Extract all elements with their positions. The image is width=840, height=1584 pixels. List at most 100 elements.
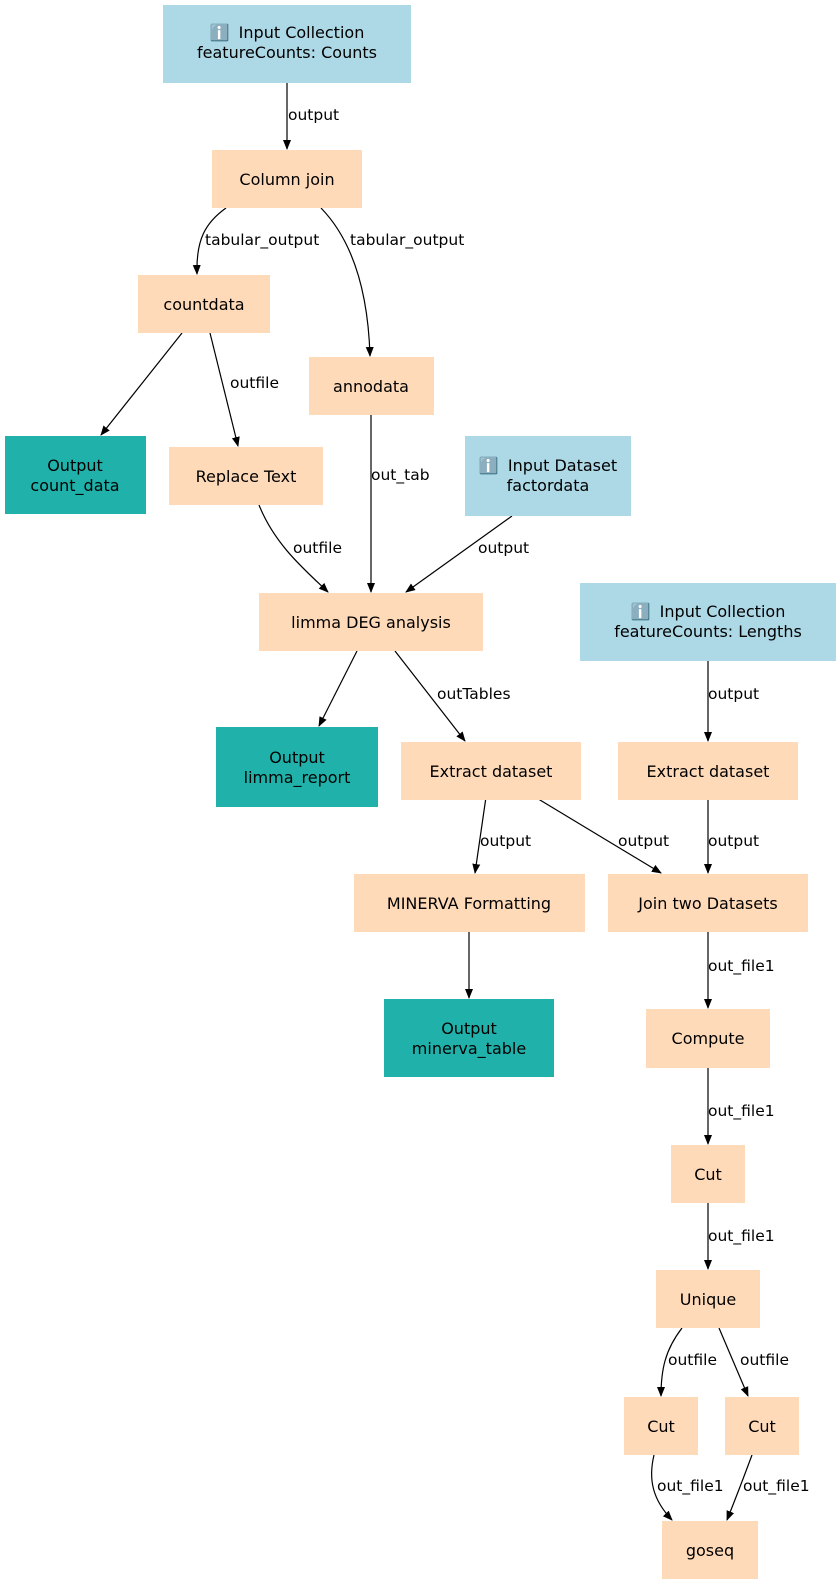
edge-label: out_file1 xyxy=(708,1102,775,1121)
node-label-line2: minerva_table xyxy=(412,1039,526,1059)
node-box xyxy=(656,1270,760,1328)
svg-text:ℹ️ Input Collection: ℹ️ Input Collection xyxy=(631,602,786,621)
node-box xyxy=(646,1009,770,1068)
node-label-line1: Input Collection xyxy=(660,602,786,621)
node-box xyxy=(309,357,434,415)
node-minerva-formatting[interactable]: MINERVA Formatting xyxy=(354,874,585,932)
node-box xyxy=(212,150,362,208)
node-extract-dataset-1[interactable]: Extract dataset xyxy=(401,742,581,800)
node-label-line1: Output xyxy=(47,456,103,475)
edge-extract2-to-join-two: output xyxy=(704,797,759,874)
edge-label: output xyxy=(288,106,339,124)
node-output-limma-report[interactable]: Output limma_report xyxy=(216,727,378,807)
node-label-line2: limma_report xyxy=(244,768,351,788)
edges: output tabular_output tabular_output out… xyxy=(100,83,810,1521)
edge-line xyxy=(394,650,466,742)
edge-line xyxy=(320,207,374,357)
nodes: ℹ️ Input Collection featureCounts: Count… xyxy=(5,5,836,1579)
edge-countdata-to-output-count-data xyxy=(100,332,183,436)
edge-line xyxy=(258,504,329,593)
node-column-join[interactable]: Column join xyxy=(212,150,362,208)
edge-input-lengths-to-extract2: output xyxy=(704,661,759,742)
node-output-count-data[interactable]: Output count_data xyxy=(5,436,146,514)
node-label: Replace Text xyxy=(196,467,297,486)
node-label: annodata xyxy=(333,377,409,396)
edge-compute-to-cut1: out_file1 xyxy=(704,1068,775,1145)
node-box xyxy=(5,436,146,514)
edge-limma-to-output-limma-report xyxy=(318,650,358,727)
node-box xyxy=(138,275,270,333)
info-icon: ℹ️ xyxy=(631,602,651,621)
edge-label: output xyxy=(618,832,669,850)
edge-line xyxy=(651,1454,673,1521)
edge-join-two-to-compute: out_file1 xyxy=(704,932,775,1009)
edge-label: outTables xyxy=(437,685,511,703)
node-label: Join two Datasets xyxy=(637,894,777,913)
node-input-factordata[interactable]: ℹ️ Input Dataset factordata xyxy=(465,436,631,516)
node-cut-1[interactable]: Cut xyxy=(671,1145,745,1203)
node-cut-2[interactable]: Cut xyxy=(624,1397,698,1455)
node-annodata[interactable]: annodata xyxy=(309,357,434,415)
node-box xyxy=(259,593,483,651)
svg-text:ℹ️ Input Collection: ℹ️ Input Collection xyxy=(210,23,365,42)
edge-line xyxy=(472,796,487,874)
edge-input-counts-to-column-join: output xyxy=(283,83,339,150)
edge-label: tabular_output xyxy=(350,231,464,250)
node-box xyxy=(163,5,411,83)
node-label-line1: Output xyxy=(269,748,325,767)
edge-countdata-to-replace-text: outfile xyxy=(209,332,279,447)
node-box xyxy=(384,999,554,1077)
node-replace-text[interactable]: Replace Text xyxy=(169,447,323,505)
edge-extract1-to-minerva: output xyxy=(472,796,531,874)
edge-label: out_tab xyxy=(371,466,430,485)
edge-annodata-to-limma: out_tab xyxy=(367,415,430,593)
edge-label: outfile xyxy=(230,374,279,392)
node-input-featurecounts-lengths[interactable]: ℹ️ Input Collection featureCounts: Lengt… xyxy=(580,583,836,661)
edge-limma-to-extract1: outTables xyxy=(394,650,511,742)
node-box xyxy=(662,1521,758,1579)
node-label-line2: count_data xyxy=(30,476,119,496)
edge-line xyxy=(405,515,513,593)
edge-label: out_file1 xyxy=(708,1227,775,1246)
node-limma-deg-analysis[interactable]: limma DEG analysis xyxy=(259,593,483,651)
node-label-line1: Input Collection xyxy=(239,23,365,42)
edge-label: outfile xyxy=(740,1351,789,1369)
edge-label: output xyxy=(708,685,759,703)
node-label: Unique xyxy=(680,1290,736,1309)
node-label: Cut xyxy=(748,1417,776,1436)
node-label: Cut xyxy=(647,1417,675,1436)
node-box xyxy=(608,874,808,932)
edge-cut3-to-goseq: out_file1 xyxy=(726,1454,810,1521)
node-goseq[interactable]: goseq xyxy=(662,1521,758,1579)
edge-label: outfile xyxy=(293,539,342,557)
edge-label: out_file1 xyxy=(657,1477,724,1496)
edge-line xyxy=(534,796,662,874)
node-unique[interactable]: Unique xyxy=(656,1270,760,1328)
node-box xyxy=(401,742,581,800)
node-join-two-datasets[interactable]: Join two Datasets xyxy=(608,874,808,932)
node-countdata[interactable]: countdata xyxy=(138,275,270,333)
node-compute[interactable]: Compute xyxy=(646,1009,770,1068)
node-output-minerva-table[interactable]: Output minerva_table xyxy=(384,999,554,1077)
node-extract-dataset-2[interactable]: Extract dataset xyxy=(618,742,798,800)
node-box xyxy=(624,1397,698,1455)
node-box xyxy=(216,727,378,807)
node-label: MINERVA Formatting xyxy=(387,894,551,913)
edge-label: output xyxy=(478,539,529,557)
node-label: countdata xyxy=(163,295,244,314)
node-box xyxy=(354,874,585,932)
edge-line xyxy=(192,207,227,275)
edge-line xyxy=(100,332,183,436)
node-box xyxy=(580,583,836,661)
node-label: Extract dataset xyxy=(430,762,553,781)
edge-cut1-to-unique: out_file1 xyxy=(704,1203,775,1270)
edge-label: outfile xyxy=(668,1351,717,1369)
node-input-featurecounts-counts[interactable]: ℹ️ Input Collection featureCounts: Count… xyxy=(163,5,411,83)
edge-label: out_file1 xyxy=(708,957,775,976)
edge-label: output xyxy=(480,832,531,850)
node-box xyxy=(169,447,323,505)
info-icon: ℹ️ xyxy=(210,23,230,42)
node-label: Compute xyxy=(672,1029,745,1048)
node-cut-3[interactable]: Cut xyxy=(725,1397,799,1455)
